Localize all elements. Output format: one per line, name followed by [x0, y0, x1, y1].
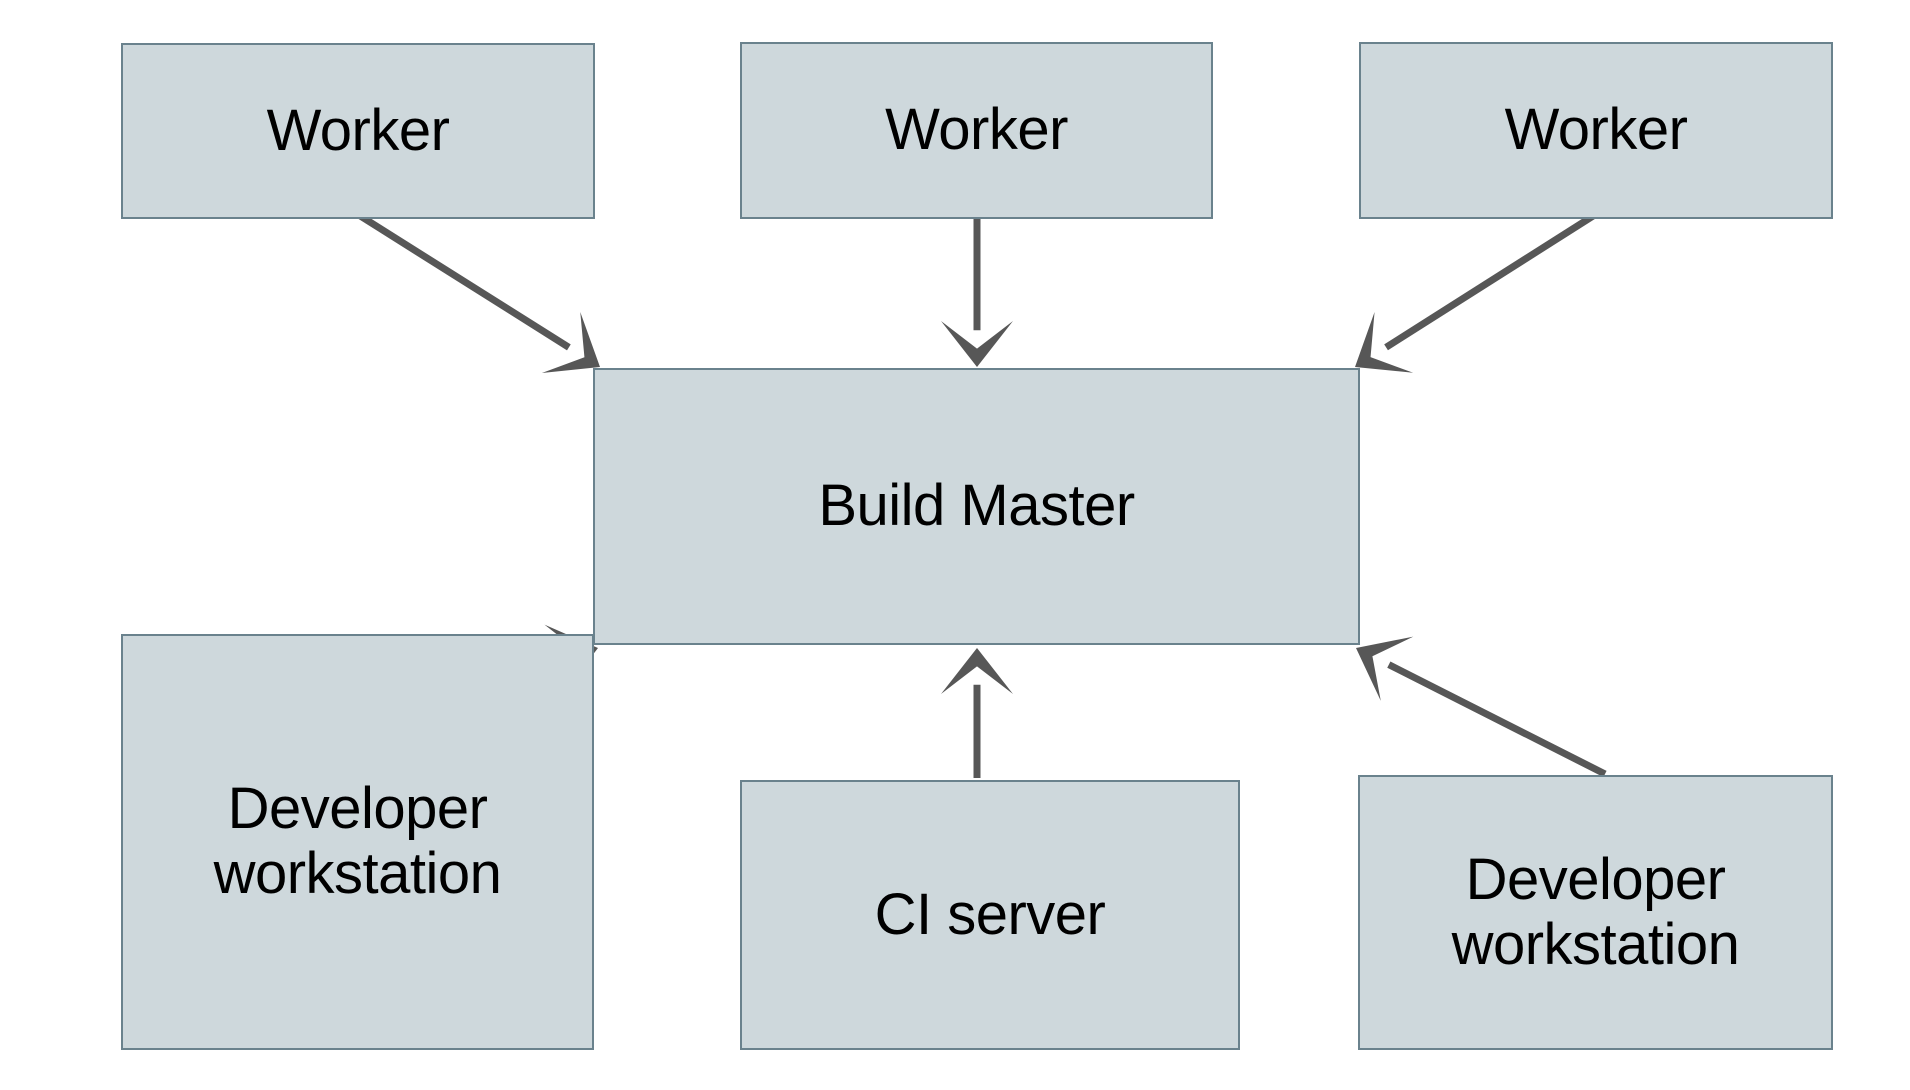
- edge-dev-ws-right-to-build-master: [1356, 636, 1607, 778]
- edge-arrowhead: [1355, 311, 1414, 373]
- node-worker-3[interactable]: Worker: [1359, 42, 1833, 219]
- node-label: Worker: [1504, 97, 1688, 163]
- node-label: Worker: [885, 97, 1068, 163]
- edge-arrowhead: [1356, 636, 1414, 701]
- edge-ci-server-to-build-master: [941, 648, 1013, 778]
- node-label: Worker: [266, 97, 450, 163]
- node-label: Developer workstation: [213, 776, 502, 906]
- node-dev-ws-left[interactable]: Developer workstation: [121, 634, 594, 1050]
- node-ci-server[interactable]: CI server: [740, 780, 1240, 1050]
- edge-shaft: [1387, 661, 1607, 778]
- node-label: Build Master: [818, 473, 1135, 539]
- edge-arrowhead: [941, 648, 1013, 694]
- node-dev-ws-right[interactable]: Developer workstation: [1358, 775, 1833, 1050]
- node-worker-2[interactable]: Worker: [740, 42, 1213, 219]
- node-label: Developer workstation: [1451, 846, 1740, 977]
- node-build-master[interactable]: Build Master: [593, 368, 1360, 645]
- node-worker-1[interactable]: Worker: [121, 43, 595, 219]
- edge-arrowhead: [541, 312, 600, 373]
- edge-arrowhead: [941, 321, 1013, 367]
- node-label: CI server: [874, 881, 1106, 947]
